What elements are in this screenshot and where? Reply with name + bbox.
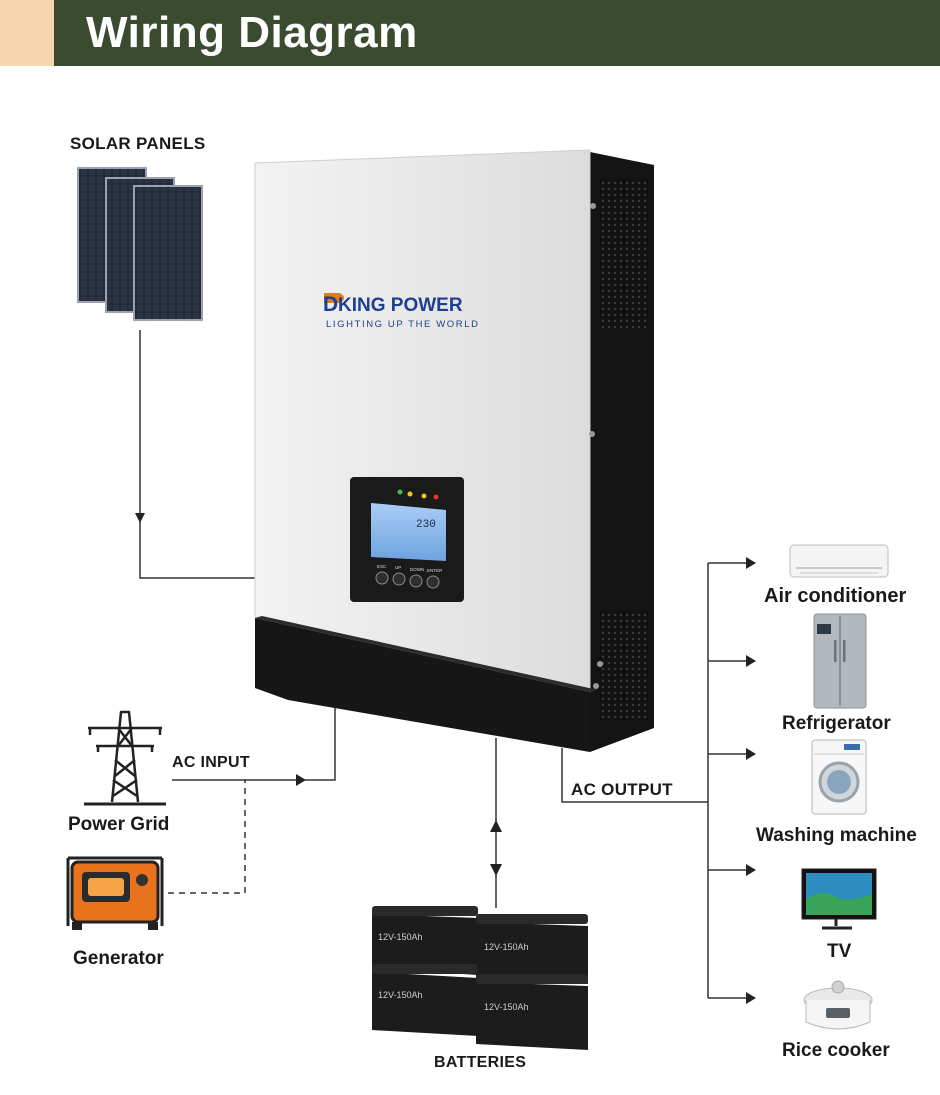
battery-rating: 12V-150Ah (378, 932, 423, 942)
arrow-solar-icon (135, 513, 145, 523)
solar-panels-icon (77, 167, 203, 321)
wire-arrows (135, 513, 756, 1004)
brand-logo: D KING POWER LIGHTING UP THE WORLD (323, 293, 480, 330)
button-up-label: UP (395, 565, 401, 570)
brand-name: KING POWER (338, 295, 463, 316)
arrow-battery-up-icon (490, 820, 502, 832)
page-title: Wiring Diagram (86, 8, 418, 57)
control-buttons: ESC UP DOWN ENTER (375, 564, 443, 589)
rice-cooker-icon (803, 980, 873, 1030)
wire-generator (168, 780, 246, 894)
header-bar (54, 0, 940, 66)
wire-ac-input (172, 698, 336, 781)
load-label-refrigerator: Refrigerator (782, 713, 891, 734)
arrow-ac-input-icon (296, 774, 306, 786)
load-label-air-conditioner: Air conditioner (764, 585, 907, 607)
battery-unit: 12V-150Ah (372, 906, 478, 975)
solar-panels-label: SOLAR PANELS (70, 134, 206, 153)
refrigerator-icon (813, 613, 867, 709)
generator-icon (66, 856, 164, 930)
load-label-rice-cooker: Rice cooker (782, 1040, 890, 1061)
washing-machine-icon (811, 739, 867, 815)
air-conditioner-icon (789, 544, 889, 578)
power-grid-tower-icon (84, 710, 166, 806)
battery-unit: 12V-150Ah (476, 974, 588, 1050)
tv-icon (801, 868, 877, 930)
arrow-battery-down-icon (490, 864, 502, 876)
lcd-screen (371, 503, 446, 561)
batteries-label: BATTERIES (434, 1054, 527, 1071)
battery-rating: 12V-150Ah (484, 1002, 529, 1012)
wire-solar (139, 330, 258, 579)
batteries-icon: 12V-150Ah 12V-150Ah 12V-150Ah 12V-150Ah (372, 906, 588, 1050)
battery-unit: 12V-150Ah (476, 914, 588, 984)
battery-rating: 12V-150Ah (484, 942, 529, 952)
power-grid-label: Power Grid (68, 814, 170, 835)
inverter-icon: D KING POWER LIGHTING UP THE WORLD 230 E… (254, 149, 654, 752)
brand-logo-mark-icon (324, 293, 344, 303)
lcd-readout: 230 (416, 519, 436, 531)
battery-rating: 12V-150Ah (378, 990, 423, 1000)
ac-output-label: AC OUTPUT (571, 780, 673, 799)
load-label-washing-machine: Washing machine (756, 825, 917, 846)
button-enter-label: ENTER (427, 568, 443, 573)
load-label-tv: TV (827, 941, 852, 962)
ac-input-label: AC INPUT (172, 754, 250, 771)
battery-unit: 12V-150Ah (372, 964, 478, 1036)
brand-tagline: LIGHTING UP THE WORLD (326, 319, 480, 330)
button-down-label: DOWN (410, 567, 424, 572)
button-esc-label: ESC (377, 564, 387, 569)
generator-label: Generator (73, 948, 164, 969)
brand-prefix: D (323, 293, 338, 316)
wire-ac-output (561, 748, 708, 803)
header-accent (0, 0, 54, 66)
